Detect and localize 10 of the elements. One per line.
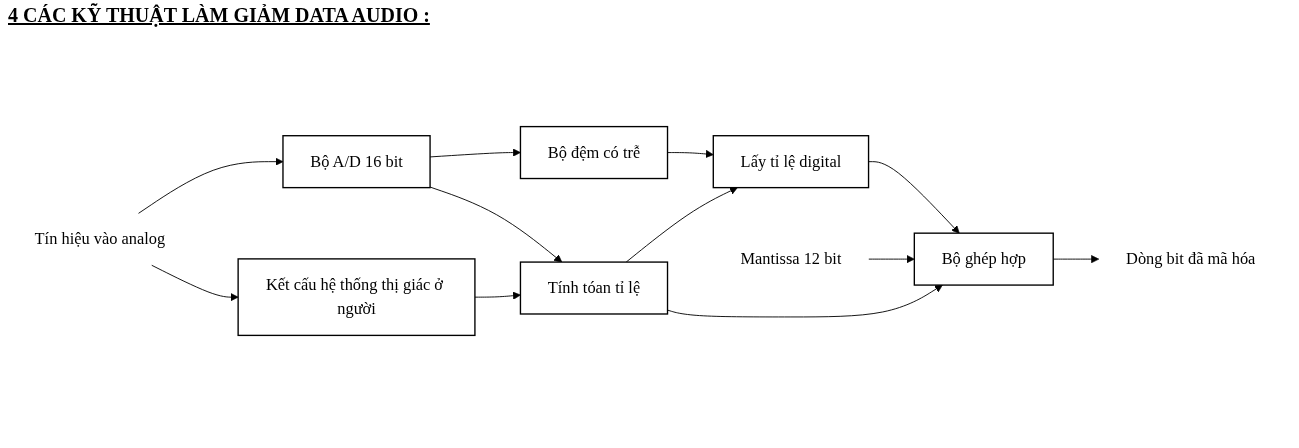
title: 4 CÁC KỸ THUẬT LÀM GIẢM DATA AUDIO : <box>8 4 431 27</box>
node-box: Kết cấu hệ thống thị giác ở người <box>237 258 476 337</box>
node-text: Tín hiệu vào analog <box>34 229 166 248</box>
node-box: Lấy tỉ lệ digital <box>712 135 870 189</box>
node-box: Tính tóan tỉ lệ <box>519 261 669 315</box>
node-text: Mantissa 12 bit <box>740 249 842 268</box>
node-box: Bộ ghép hợp <box>913 232 1054 286</box>
node-box: Bộ đệm có trễ <box>519 125 669 180</box>
node-text: Dòng bit đã mã hóa <box>1126 249 1256 268</box>
node-box: Bộ A/D 16 bit <box>282 135 431 189</box>
